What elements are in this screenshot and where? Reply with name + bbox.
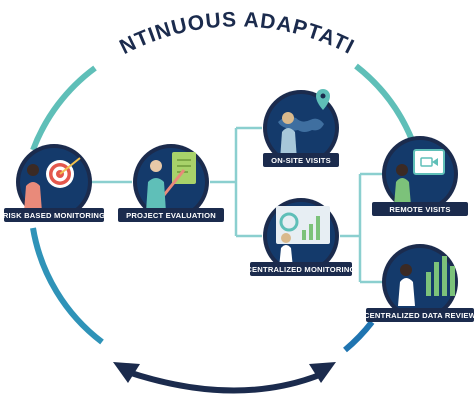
person-figure-icon — [394, 164, 411, 206]
label-risk-based-monitoring: RISK BASED MONITORING — [3, 211, 105, 220]
diagram-title: CONTINUOUS ADAPTATION — [0, 0, 358, 59]
bar-chart-icon — [426, 256, 455, 296]
adaptation-cycle-ring — [30, 63, 415, 353]
person-figure-icon — [398, 264, 415, 306]
node-centralized-monitoring: CENTRALIZED MONITORING — [246, 198, 355, 276]
node-on-site-visits: ON-SITE VISITS — [263, 89, 339, 167]
node-risk-based-monitoring: RISK BASED MONITORING — [3, 144, 105, 222]
connector-lines — [90, 126, 384, 284]
label-centralized-data-review: CENTRALIZED DATA REVIEW — [364, 311, 474, 320]
label-centralized-monitoring: CENTRALIZED MONITORING — [246, 265, 355, 274]
person-figure-icon — [24, 164, 42, 212]
label-remote-visits: REMOTE VISITS — [389, 205, 450, 214]
node-remote-visits: REMOTE VISITS — [372, 136, 468, 216]
node-project-evaluation: PROJECT EVALUATION — [118, 144, 224, 222]
label-project-evaluation: PROJECT EVALUATION — [126, 211, 216, 220]
node-centralized-data-review: CENTRALIZED DATA REVIEW — [364, 244, 474, 322]
location-pin-icon — [316, 89, 330, 110]
person-figure-icon — [146, 160, 166, 212]
label-on-site-visits: ON-SITE VISITS — [271, 156, 331, 165]
person-figure-icon — [280, 112, 297, 160]
target-icon — [46, 157, 81, 188]
cycle-double-arrow — [113, 362, 336, 394]
video-call-icon — [413, 149, 445, 175]
